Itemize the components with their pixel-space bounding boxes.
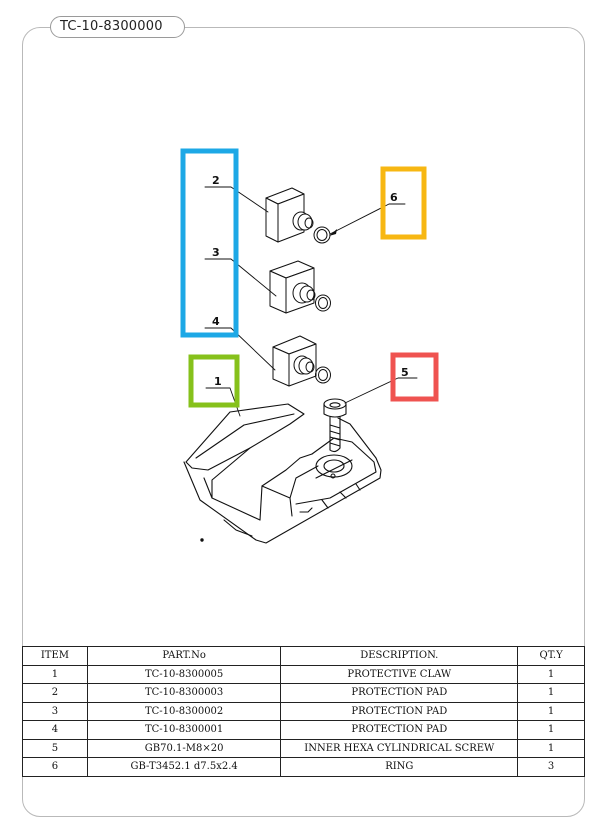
cell-part-no: GB70.1-M8×20 [86, 738, 282, 758]
cell-description: PROTECTIVE CLAW [280, 664, 519, 684]
table-row: 5 GB70.1-M8×20 INNER HEXA CYLINDRICAL SC… [22, 738, 585, 758]
table-row: 6 GB-T3452.1 d7.5x2.4 RING 3 [22, 757, 585, 777]
cell-qty: 1 [517, 701, 585, 721]
leader-lines [204, 186, 418, 417]
header-qty: QT.Y [517, 646, 585, 666]
protection-pad-2 [265, 187, 314, 243]
cell-item: 5 [22, 738, 88, 758]
highlight-box-screw [390, 352, 439, 402]
header-description: DESCRIPTION. [280, 646, 519, 666]
cell-part-no: GB-T3452.1 d7.5x2.4 [86, 757, 282, 777]
cell-description: PROTECTION PAD [280, 720, 519, 740]
cell-qty: 1 [517, 720, 585, 740]
table-row: 4 TC-10-8300001 PROTECTION PAD 1 [22, 720, 585, 740]
inner-hexa-screw-5 [323, 398, 347, 453]
cell-item: 1 [22, 664, 88, 684]
protective-claw-body [183, 403, 382, 544]
cell-description: RING [280, 757, 519, 777]
cell-description: INNER HEXA CYLINDRICAL SCREW [280, 738, 519, 758]
table-row: 2 TC-10-8300003 PROTECTION PAD 1 [22, 683, 585, 703]
cell-item: 4 [22, 720, 88, 740]
cell-item: 6 [22, 757, 88, 777]
exploded-view-drawing: 2 3 4 1 5 6 [180, 148, 439, 544]
highlight-box-ring [380, 166, 427, 240]
callout-3: 3 [212, 246, 220, 259]
callout-1: 1 [214, 375, 222, 388]
protection-pad-3 [269, 260, 316, 314]
ring-6-middle [315, 294, 331, 312]
highlight-box-claw [188, 354, 240, 408]
table-header-row: ITEM PART.No DESCRIPTION. QT.Y [22, 646, 585, 666]
ring-6-bottom [315, 366, 331, 384]
highlight-box-pads [180, 148, 239, 338]
cell-description: PROTECTION PAD [280, 701, 519, 721]
ring-6-top [313, 226, 331, 244]
header-part-no: PART.No [86, 646, 282, 666]
cell-item: 3 [22, 701, 88, 721]
callout-5: 5 [401, 366, 409, 379]
cell-part-no: TC-10-8300001 [86, 720, 282, 740]
cell-part-no: TC-10-8300003 [86, 683, 282, 703]
header-item: ITEM [22, 646, 88, 666]
callout-6: 6 [390, 191, 398, 204]
table-row: 1 TC-10-8300005 PROTECTIVE CLAW 1 [22, 664, 585, 684]
cell-description: PROTECTION PAD [280, 683, 519, 703]
cell-part-no: TC-10-8300002 [86, 701, 282, 721]
cell-qty: 3 [517, 757, 585, 777]
cell-part-no: TC-10-8300005 [86, 664, 282, 684]
callout-4: 4 [212, 315, 220, 328]
document-code-tab: TC-10-8300000 [50, 16, 185, 38]
cell-item: 2 [22, 683, 88, 703]
parts-list-table: ITEM PART.No DESCRIPTION. QT.Y 1 TC-10-8… [22, 646, 585, 777]
cell-qty: 1 [517, 738, 585, 758]
callout-2: 2 [212, 174, 220, 187]
protection-pad-4 [272, 335, 317, 387]
cell-qty: 1 [517, 664, 585, 684]
table-row: 3 TC-10-8300002 PROTECTION PAD 1 [22, 701, 585, 721]
cell-qty: 1 [517, 683, 585, 703]
